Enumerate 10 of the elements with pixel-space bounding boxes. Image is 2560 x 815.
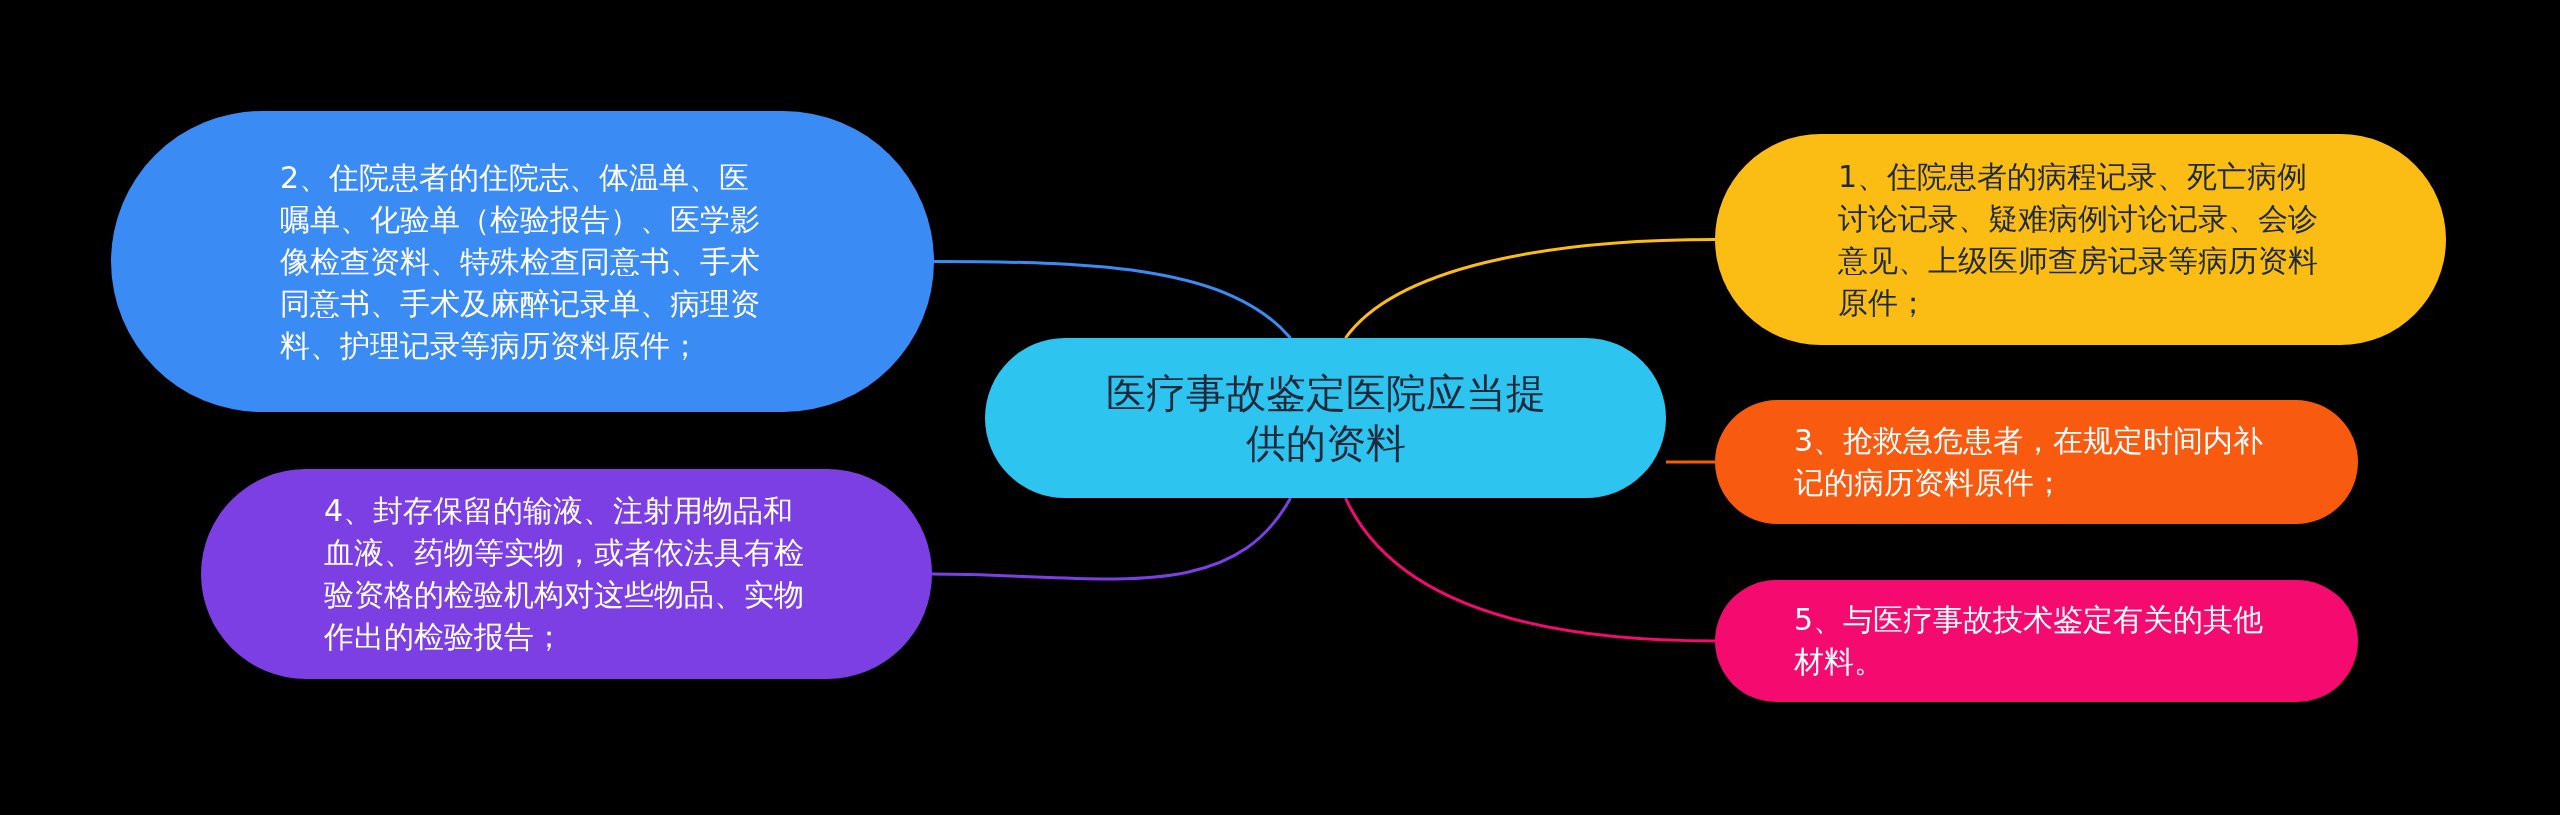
connector-line [1344, 238, 1716, 339]
central-topic-bubble: 医疗事故鉴定医院应当提供的资料 [985, 338, 1666, 498]
topic-bubble: 4、封存保留的输液、注射用物品和血液、药物等实物，或者依法具有检验资格的检验机构对这些物品、实物作出的检验报告； [201, 469, 932, 679]
connector-line [934, 260, 1292, 340]
topic-bubble: 3、抢救急危患者，在规定时间内补记的病历资料原件； [1715, 400, 2358, 524]
topic-bubble: 5、与医疗事故技术鉴定有关的其他材料。 [1715, 580, 2358, 702]
connector-line [931, 497, 1292, 581]
topic-bubble: 2、住院患者的住院志、体温单、医嘱单、化验单（检验报告）、医学影像检查资料、特殊检查同意书、手术同意书、手术及麻醉记录单、病理资料、护理记录等病历资料原件； [111, 111, 934, 412]
topic-bubble: 1、住院患者的病程记录、死亡病例讨论记录、疑难病例讨论记录、会诊意见、上级医师查房记录等病历资料原件； [1715, 134, 2446, 345]
connector-line [1666, 460, 1715, 464]
